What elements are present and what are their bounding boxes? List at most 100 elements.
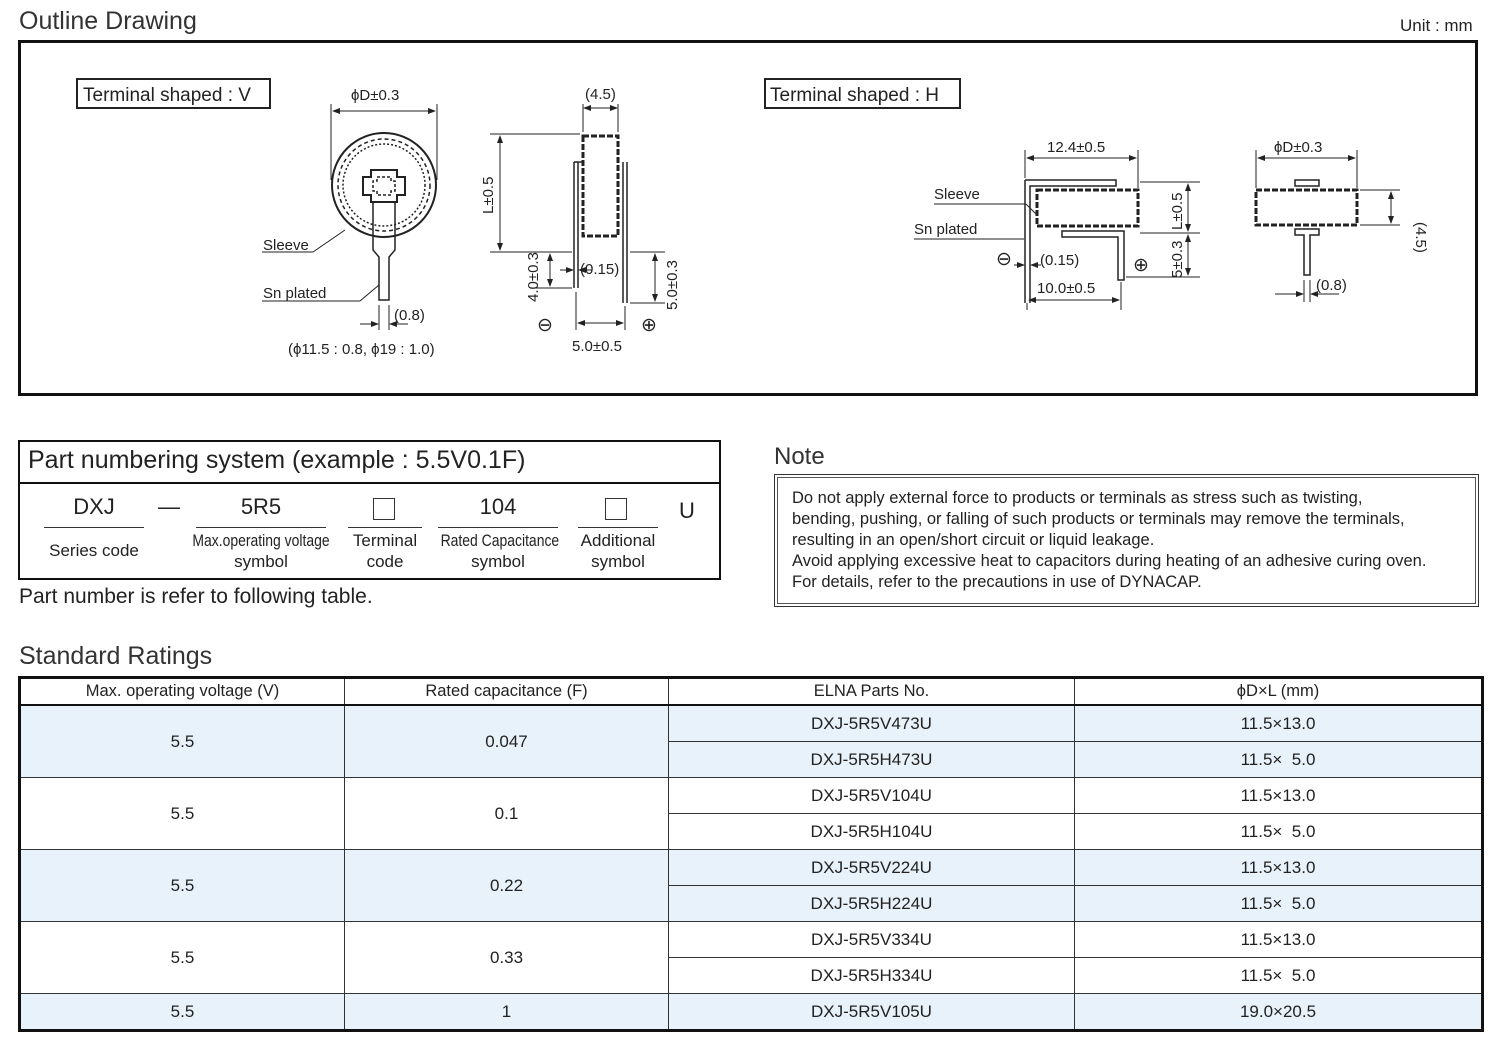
header-voltage: Max. operating voltage (V) [19, 677, 345, 706]
terminal-label-1: Terminal [352, 531, 418, 550]
outline-drawing-frame [18, 40, 1478, 396]
divider [196, 527, 326, 528]
dimension-cell: 11.5×13.0 [1074, 921, 1483, 958]
series-code-label: Series code [49, 541, 139, 560]
dimension-cell: 11.5× 5.0 [1074, 957, 1483, 994]
v-sn-plated-label: Sn plated [263, 285, 326, 302]
h-type-drawing [764, 78, 1400, 310]
outline-drawing: Terminal shaped : V ϕD±0.3 (4.5) Sleeve … [76, 78, 1429, 358]
h-sn-plated-label: Sn plated [914, 221, 977, 238]
note-content: Do not apply external force to products … [777, 477, 1476, 604]
part-no-cell: DXJ-5R5V105U [668, 993, 1075, 1031]
additional-label-2: symbol [591, 552, 645, 571]
divider [578, 527, 658, 528]
h-thickness-dim: (4.5) [1412, 222, 1429, 253]
dimension-cell: 11.5× 5.0 [1074, 885, 1483, 922]
part-no-cell: DXJ-5R5V104U [668, 777, 1075, 814]
capacitance-label-2: symbol [471, 552, 525, 571]
part-no-cell: DXJ-5R5V334U [668, 921, 1075, 958]
h-terminal-label: Terminal shaped : H [770, 85, 939, 106]
header-capacitance: Rated capacitance (F) [344, 677, 669, 706]
dimension-cell: 11.5×13.0 [1074, 849, 1483, 886]
voltage-cell: 5.5 [19, 777, 345, 850]
dimension-cell: 11.5×13.0 [1074, 777, 1483, 814]
voltage-cell: 5.5 [19, 921, 345, 994]
v-pitch-dim: 5.0±0.5 [572, 338, 622, 355]
unit-label: Unit : mm [1400, 16, 1473, 35]
part-numbering-box: Part numbering system (example : 5.5V0.1… [18, 440, 721, 580]
part-no-cell: DXJ-5R5V473U [668, 705, 1075, 742]
voltage-cell: 5.5 [19, 849, 345, 922]
divider [438, 527, 558, 528]
v-lead2-dim: 5.0±0.3 [664, 260, 681, 310]
part-no-cell: DXJ-5R5V224U [668, 849, 1075, 886]
header-dimensions: ϕD×L (mm) [1074, 677, 1483, 706]
terminal-label-2: code [366, 552, 404, 571]
h-gap-dim: (0.15) [1040, 252, 1079, 269]
v-sleeve-label: Sleeve [263, 237, 309, 254]
h-length-dim: L±0.5 [1169, 193, 1186, 230]
part-no-cell: DXJ-5R5H224U [668, 885, 1075, 922]
terminal-code-box [373, 498, 395, 520]
v-type-drawing [76, 78, 665, 330]
capacitance-label-1: Rated Capacitance [440, 531, 560, 550]
divider [348, 527, 422, 528]
h-plus-icon: ⊕ [1133, 255, 1149, 276]
dash-separator: — [158, 494, 180, 519]
voltage-code-value: 5R5 [240, 494, 282, 519]
series-code-value: DXJ [73, 494, 115, 519]
h-width-dim: 12.4±0.5 [1047, 139, 1105, 156]
dimension-cell: 11.5× 5.0 [1074, 741, 1483, 778]
table-header-row: Max. operating voltage (V) Rated capacit… [19, 677, 1483, 706]
part-number-footer: Part number is refer to following table. [19, 585, 373, 608]
h-sleeve-label: Sleeve [934, 186, 980, 203]
divider [44, 527, 144, 528]
dimension-cell: 11.5×13.0 [1074, 705, 1483, 742]
capacitance-code-value: 104 [479, 494, 517, 519]
capacitance-cell: 0.33 [344, 921, 669, 994]
h-minus-icon: ⊖ [996, 249, 1012, 270]
part-no-cell: DXJ-5R5H104U [668, 813, 1075, 850]
note-line: Do not apply external force to products … [792, 489, 1363, 507]
h-diameter-dim: ϕD±0.3 [1274, 139, 1322, 156]
dimension-cell: 11.5× 5.0 [1074, 813, 1483, 850]
ratings-title: Standard Ratings [19, 642, 213, 670]
voltage-cell: 5.5 [19, 993, 345, 1031]
note-title: Note [774, 443, 825, 470]
v-gap-dim: (0.15) [580, 261, 619, 278]
additional-label-1: Additional [580, 531, 656, 550]
dimension-cell: 19.0×20.5 [1074, 993, 1483, 1031]
h-type-labels: Terminal shaped : H 12.4±0.5 ϕD±0.3 Slee… [770, 85, 1429, 297]
outline-title: Outline Drawing [19, 7, 197, 35]
part-numbering-title: Part numbering system (example : 5.5V0.1… [20, 442, 719, 484]
v-plus-icon: ⊕ [641, 315, 657, 336]
header-part-no: ELNA Parts No. [668, 677, 1075, 706]
ratings-table: Max. operating voltage (V) Rated capacit… [18, 676, 1484, 1032]
v-thickness-dim: (4.5) [585, 86, 616, 103]
voltage-label-2: symbol [234, 552, 288, 571]
note-line: For details, refer to the precautions in… [792, 573, 1202, 591]
v-pin-dim: (0.8) [394, 307, 425, 324]
suffix-value: U [679, 498, 695, 523]
h-pitch-dim: 10.0±0.5 [1037, 280, 1095, 297]
h-lead-dim: 5±0.3 [1169, 241, 1186, 278]
note-box: Do not apply external force to products … [774, 474, 1479, 607]
h-pin-dim: (0.8) [1316, 277, 1347, 294]
voltage-label-1: Max.operating voltage [192, 531, 330, 550]
v-diameter-dim: ϕD±0.3 [351, 87, 399, 104]
capacitance-cell: 0.22 [344, 849, 669, 922]
part-no-cell: DXJ-5R5H334U [668, 957, 1075, 994]
v-length-dim: L±0.5 [480, 177, 497, 214]
note-line: Avoid applying excessive heat to capacit… [792, 552, 1427, 570]
v-pin-note: (ϕ11.5 : 0.8, ϕ19 : 1.0) [288, 341, 435, 358]
v-terminal-label: Terminal shaped : V [83, 85, 251, 106]
note-line: bending, pushing, or falling of such pro… [792, 510, 1405, 528]
